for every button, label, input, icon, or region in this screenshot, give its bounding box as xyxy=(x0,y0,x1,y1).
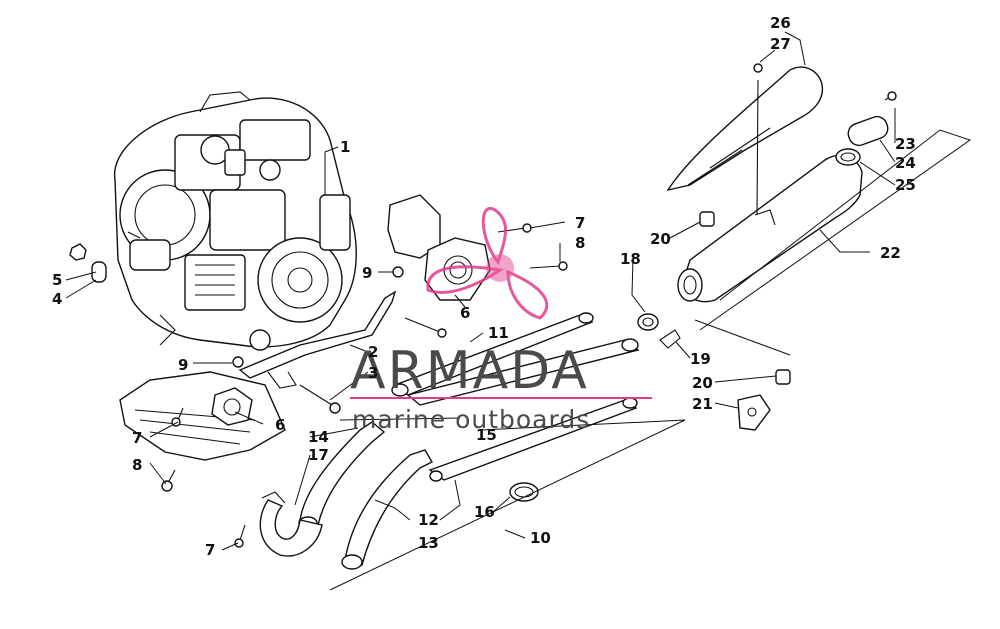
callout-18: 18 xyxy=(620,250,641,268)
bolt-part-8-upper xyxy=(529,261,568,271)
callout-24: 24 xyxy=(895,154,916,172)
callout-16: 16 xyxy=(474,503,495,521)
callout-7-upper: 7 xyxy=(575,214,585,232)
grommet-part-20-lower xyxy=(775,369,791,385)
callout-14: 14 xyxy=(308,428,329,446)
callout-3: 3 xyxy=(368,364,378,382)
callout-9-lower: 9 xyxy=(178,356,188,374)
callout-6-upper: 6 xyxy=(460,304,470,322)
muffler-part-22 xyxy=(677,154,863,303)
bolt-part-7-upper xyxy=(497,223,532,233)
exhaust-pipe-part-13 xyxy=(341,449,433,570)
bolt-part-7-pipe xyxy=(234,524,246,548)
callout-6-lower: 6 xyxy=(275,416,285,434)
callout-25: 25 xyxy=(895,176,916,194)
callout-11: 11 xyxy=(488,324,509,342)
watermark-tagline: marine outboards xyxy=(352,405,590,434)
grommet-part-20-upper xyxy=(699,211,715,227)
callout-27: 27 xyxy=(770,35,791,53)
armada-watermark: ARMADA marine outboards xyxy=(350,206,652,434)
assembly-bracket-lines xyxy=(329,129,972,591)
ring-part-25 xyxy=(835,148,861,166)
exhaust-pipe-part-11 xyxy=(391,312,594,397)
bolt-part-9-lower xyxy=(232,356,244,368)
heat-shield-part-26 xyxy=(666,66,824,216)
callout-12: 12 xyxy=(418,511,439,529)
callout-26: 26 xyxy=(770,14,791,32)
callout-4: 4 xyxy=(52,290,62,308)
leader-lines xyxy=(65,31,896,551)
heat-shield-lower xyxy=(119,371,286,461)
nut-part-9-upper xyxy=(392,266,404,278)
clamp-part-16 xyxy=(509,482,539,502)
callout-23: 23 xyxy=(895,135,916,153)
y-pipe-part-17 xyxy=(259,491,323,557)
exhaust-pipe-part-15 xyxy=(406,338,640,406)
bolt-part-8-lower xyxy=(161,469,176,492)
screw-part-27 xyxy=(753,63,763,73)
nut-part-5 xyxy=(69,243,87,261)
callout-5: 5 xyxy=(52,271,62,289)
callout-21: 21 xyxy=(692,395,713,413)
callout-22: 22 xyxy=(880,244,901,262)
callout-17: 17 xyxy=(308,446,329,464)
callout-7-lower: 7 xyxy=(132,429,142,447)
engine-assembly xyxy=(113,91,357,351)
callout-13: 13 xyxy=(418,534,439,552)
callout-7-pipe: 7 xyxy=(205,541,215,559)
spark-arrestor-part-23 xyxy=(884,91,897,101)
callout-9-upper: 9 xyxy=(362,264,372,282)
callout-19: 19 xyxy=(690,350,711,368)
callout-20-upper: 20 xyxy=(650,230,671,248)
gasket-part-18 xyxy=(637,313,659,331)
gasket-part-24 xyxy=(847,115,889,147)
spring-part-19 xyxy=(659,329,681,349)
callout-labels: 1 2 3 4 5 6 6 7 7 7 8 8 9 9 10 11 12 13 … xyxy=(52,14,916,559)
callout-10: 10 xyxy=(530,529,551,547)
spacer-part-4 xyxy=(91,261,107,283)
stud-upper xyxy=(404,317,447,338)
bracket-part-2-3 xyxy=(238,290,397,414)
bracket-part-21 xyxy=(737,394,771,431)
callout-15: 15 xyxy=(476,426,497,444)
watermark-brand: ARMADA xyxy=(350,341,589,401)
callout-8-upper: 8 xyxy=(575,234,585,252)
propeller-logo-icon xyxy=(426,206,549,320)
callout-2: 2 xyxy=(368,343,378,361)
callout-8-lower: 8 xyxy=(132,456,142,474)
callout-1: 1 xyxy=(340,138,350,156)
callout-20-lower: 20 xyxy=(692,374,713,392)
